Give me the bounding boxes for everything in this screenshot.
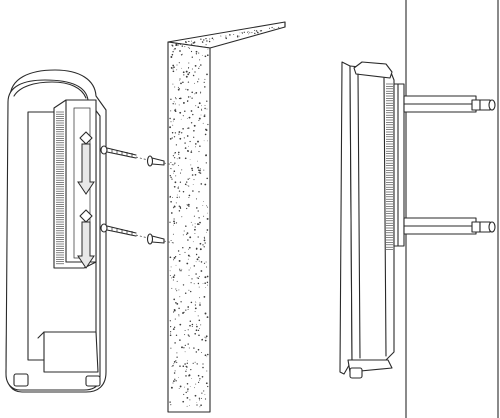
slide-down-arrow-bottom	[77, 209, 95, 269]
pole-mount-arm-top	[403, 95, 496, 113]
device-side-view	[339, 61, 405, 379]
mounting-screw-bottom	[100, 223, 149, 239]
mounting-screw-top	[100, 145, 149, 161]
wall-anchor-top	[146, 155, 175, 167]
wall-texture	[169, 26, 280, 408]
wall-cross-section	[167, 21, 286, 413]
slide-down-arrow-top	[77, 131, 95, 195]
pole-mount-arm-bottom	[403, 217, 496, 235]
wall-anchor-bottom	[146, 233, 175, 245]
pole	[405, 0, 499, 418]
device-front-view	[5, 69, 107, 393]
